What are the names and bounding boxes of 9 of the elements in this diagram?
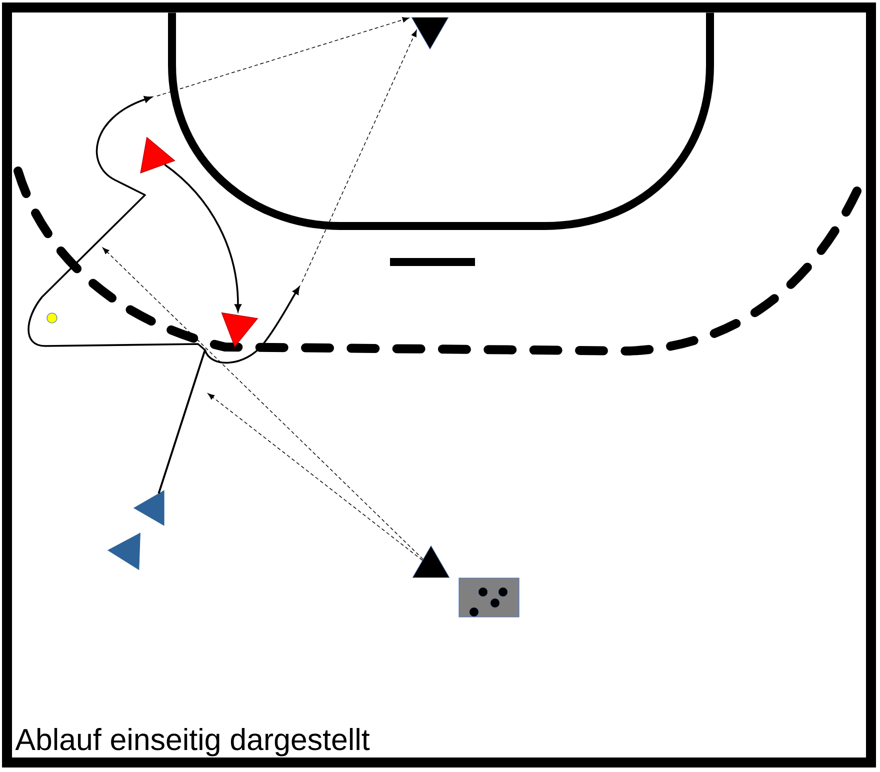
dashed-arrow <box>156 17 410 96</box>
arrow <box>164 164 242 312</box>
dashed-arrow <box>102 247 424 560</box>
note-text: Ablauf einseitig dargestellt <box>15 728 370 756</box>
player-triangle <box>221 312 258 348</box>
dashed-arrow <box>302 30 417 282</box>
marker-dot <box>46 312 58 324</box>
dashed-arrow <box>208 393 423 561</box>
arrow <box>28 96 206 494</box>
